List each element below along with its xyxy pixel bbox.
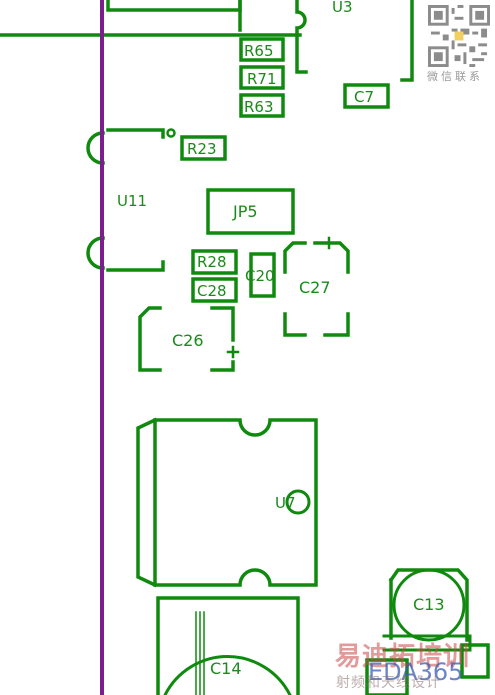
bottom-right-footprints xyxy=(365,643,490,695)
r71-footprint xyxy=(239,65,285,90)
c28-label: C28 xyxy=(197,282,227,300)
top-connector-outline xyxy=(0,0,302,37)
c14-footprint xyxy=(156,596,300,695)
c7-footprint xyxy=(343,83,390,109)
u7-label: U7 xyxy=(275,494,296,512)
brand-watermark: 易迪拓培训 xyxy=(335,642,471,672)
r23-footprint xyxy=(180,135,227,161)
c14-label: C14 xyxy=(210,659,242,678)
u11-footprint xyxy=(86,128,165,272)
wechat-qr-code xyxy=(428,5,490,67)
eda365-watermark: EDA365 xyxy=(368,658,464,686)
r63-footprint xyxy=(239,93,285,118)
c20-label: C20 xyxy=(245,267,275,285)
c20-footprint xyxy=(249,252,276,298)
u3-footprint xyxy=(295,0,414,82)
jp5-footprint xyxy=(206,188,295,235)
u7-footprint xyxy=(136,417,318,588)
c26-footprint xyxy=(138,306,240,372)
r23-label: R23 xyxy=(187,140,217,158)
r71-label: R71 xyxy=(247,70,277,88)
u7-pin1-marker xyxy=(285,489,311,515)
jp5-label: JP5 xyxy=(232,202,258,221)
u3-label: U3 xyxy=(332,0,353,16)
r28-footprint xyxy=(191,249,238,275)
c13-label: C13 xyxy=(413,595,445,614)
r65-label: R65 xyxy=(244,42,274,60)
r28-label: R28 xyxy=(197,253,227,271)
wechat-contact-watermark: 微信联系 xyxy=(427,70,483,83)
c27-footprint xyxy=(283,236,350,337)
c7-label: C7 xyxy=(354,88,374,106)
c13-body-circle xyxy=(392,568,466,642)
c28-footprint xyxy=(191,277,238,303)
r63-label: R63 xyxy=(244,98,274,116)
c27-label: C27 xyxy=(299,278,331,297)
u11-label: U11 xyxy=(117,192,147,210)
subtitle-watermark: 射频和天线设计 xyxy=(336,675,441,691)
r65-footprint xyxy=(239,37,285,62)
c26-label: C26 xyxy=(172,331,204,350)
c13-footprint xyxy=(382,568,472,652)
r23-pin1-marker xyxy=(166,128,176,138)
